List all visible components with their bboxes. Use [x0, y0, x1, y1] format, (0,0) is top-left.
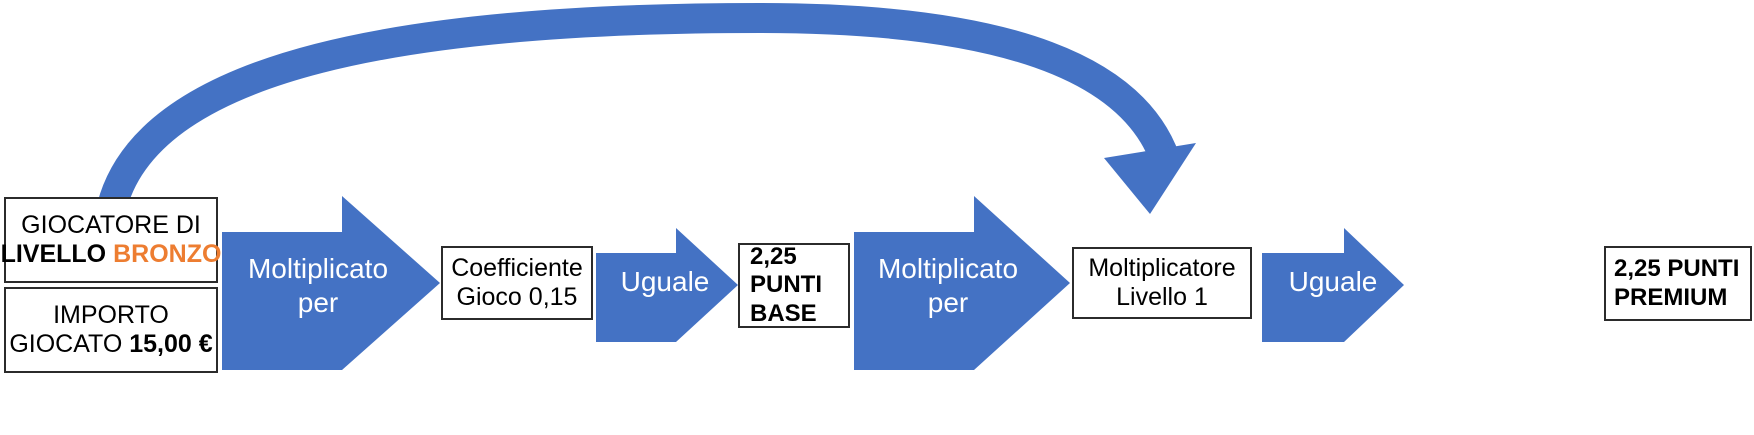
punti-premium-line2: PREMIUM	[1614, 283, 1728, 311]
punti-base-line3: BASE	[750, 299, 817, 327]
giocatore-line2: LIVELLO BRONZO	[1, 240, 222, 270]
importo-giocato-label: GIOCATO	[9, 330, 123, 358]
coefficiente-line1: Coefficiente	[451, 253, 583, 282]
box-giocatore-livello: GIOCATORE DI LIVELLO BRONZO	[1, 197, 221, 283]
box-coefficiente-gioco: Coefficiente Gioco 0,15	[441, 246, 593, 320]
box-punti-base: 2,25 PUNTI BASE	[738, 243, 850, 328]
box-moltiplicatore-livello: Moltiplicatore Livello 1	[1072, 247, 1252, 319]
box-importo-giocato: IMPORTO GIOCATO 15,00 €	[4, 287, 218, 373]
giocatore-line1: GIOCATORE DI	[21, 210, 201, 239]
arrow-uguale-2	[1262, 228, 1404, 342]
moltiplicatore-line2: Livello 1	[1116, 283, 1208, 311]
punti-base-value: 2,25	[750, 243, 797, 271]
giocatore-livello-value: BRONZO	[113, 240, 222, 268]
moltiplicatore-line1: Moltiplicatore	[1088, 253, 1236, 282]
importo-line1: IMPORTO	[53, 300, 169, 329]
coefficiente-line2: Gioco 0,15	[456, 283, 578, 311]
arrow-uguale-1	[596, 228, 738, 342]
punti-base-line2: PUNTI	[750, 271, 822, 299]
box-punti-premium: 2,25 PUNTI PREMIUM	[1604, 246, 1752, 321]
punti-premium-line1: 2,25 PUNTI	[1614, 255, 1740, 283]
importo-line2: GIOCATO 15,00 €	[9, 330, 212, 360]
arrow-moltiplicato-1	[222, 196, 440, 370]
importo-giocato-value: 15,00 €	[129, 330, 213, 358]
giocatore-livello-label: LIVELLO	[0, 240, 107, 268]
arrow-moltiplicato-2	[854, 196, 1070, 370]
